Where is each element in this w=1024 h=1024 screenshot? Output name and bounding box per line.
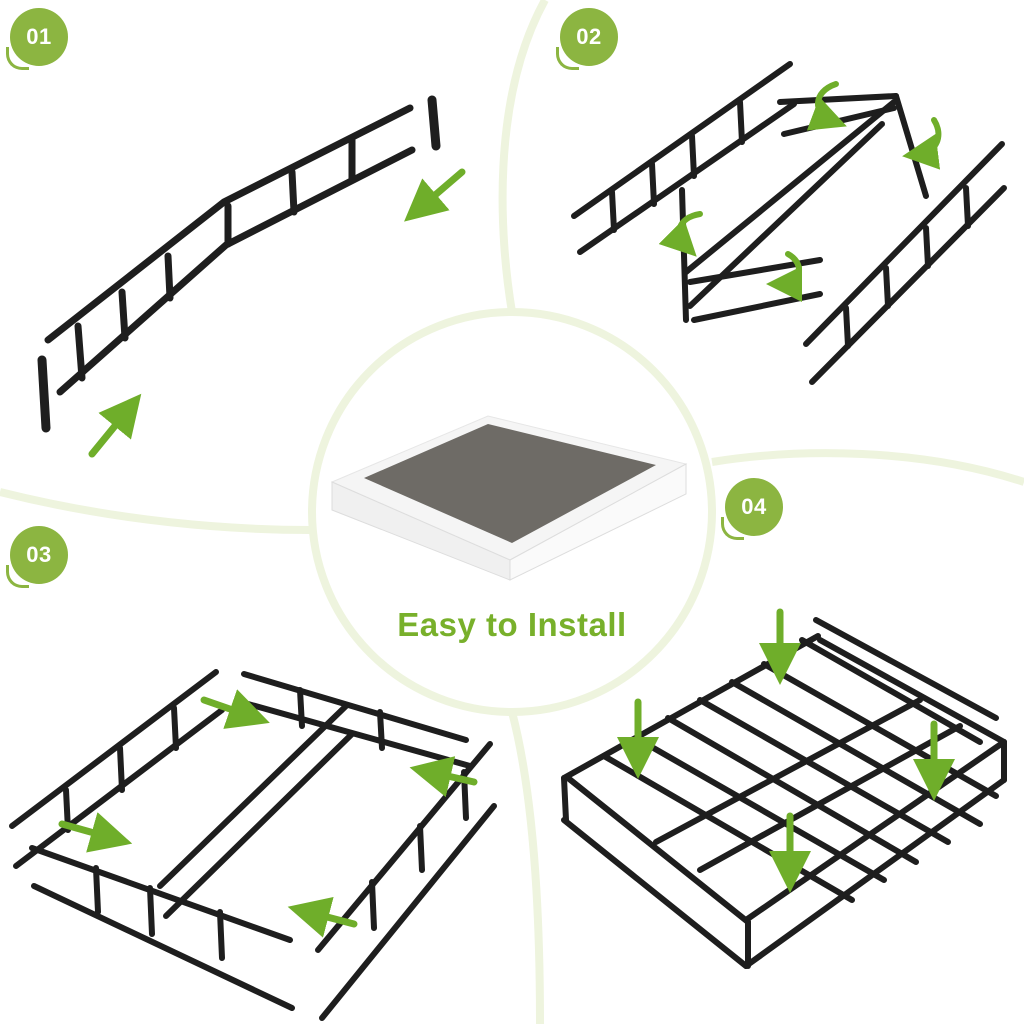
step-badge-4: 04	[721, 478, 783, 540]
step-badge-1: 01	[6, 8, 68, 70]
step-number: 02	[576, 24, 602, 49]
step-badge-2: 02	[556, 8, 618, 70]
step2-rotate-arrows	[658, 81, 942, 302]
step1-arrows	[88, 168, 466, 458]
rotate-arrow-icon	[902, 117, 942, 170]
assembly-arrow-icon	[58, 812, 133, 853]
assembly-arrow-icon	[409, 756, 478, 798]
headline: Easy to Install	[397, 606, 627, 643]
step-number: 03	[26, 542, 52, 567]
assembly-arrow-icon	[200, 689, 270, 729]
step4-arrows	[617, 608, 955, 893]
assembly-arrow-icon	[88, 393, 142, 458]
assembly-arrow-icon	[287, 896, 358, 938]
box-spring-image	[330, 415, 688, 581]
step1-frame	[37, 95, 441, 433]
step2-frame	[571, 61, 1007, 385]
step4-frame	[561, 617, 1007, 969]
rotate-arrow-icon	[658, 211, 703, 257]
step-badge-3: 03	[6, 526, 68, 588]
step3-arrows	[58, 689, 478, 938]
step3-frame	[9, 669, 497, 1021]
rotate-arrow-icon	[806, 81, 847, 131]
assembly-arrow-icon	[404, 168, 466, 222]
step-number: 04	[741, 494, 767, 519]
step-number: 01	[26, 24, 52, 49]
rotate-arrow-icon	[766, 251, 803, 302]
